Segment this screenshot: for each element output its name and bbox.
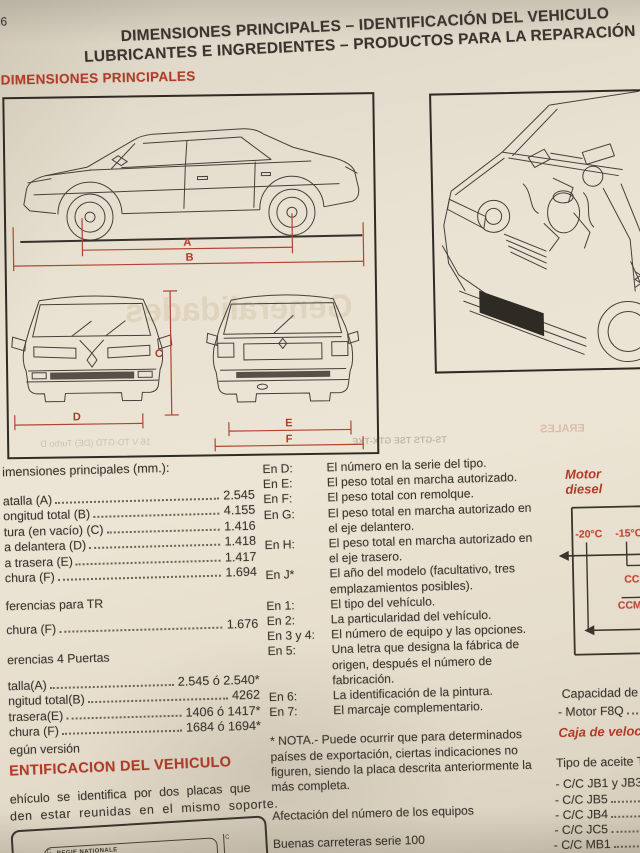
oil-row: - C/C JB5 xyxy=(555,791,640,807)
chart-ccm-label: CCMC xyxy=(617,599,640,612)
svg-text:D: D xyxy=(73,411,81,423)
section-heading-dimensiones: DIMENSIONES PRINCIPALES xyxy=(0,68,196,88)
dims-list: imensiones principales (mm.): atalla (A)… xyxy=(2,459,262,758)
dimension-lines: A B C D E F xyxy=(12,213,365,452)
oil-row: - C/C JB4 xyxy=(555,806,640,822)
svg-text:C: C xyxy=(155,348,163,360)
dims-title: imensiones principales (mm.): xyxy=(1,460,170,480)
legend-row: En 5:Una letra que designa la fábrica de… xyxy=(267,637,520,688)
oil-row: - C/C JB1 y JB3 xyxy=(555,775,640,792)
plate-c-mark: C xyxy=(225,834,230,841)
rear-view-drawing xyxy=(206,294,360,403)
engine-cutaway-drawing xyxy=(441,90,640,363)
chart-ccm-label: CCM xyxy=(624,573,640,586)
svg-text:B: B xyxy=(186,252,194,264)
buenas-line: Buenas carreteras serie 100 xyxy=(272,833,426,852)
plate-brand: REGIE NATIONALE xyxy=(56,847,118,853)
oil-row: - C/C JC5 xyxy=(554,821,640,837)
engine-figure xyxy=(429,89,640,374)
svg-text:E: E xyxy=(285,417,293,429)
dimensions-figure: A B C D E F xyxy=(2,92,380,460)
front-view-drawing xyxy=(11,295,173,403)
plate-c-mark: C xyxy=(46,849,52,853)
bleed-through-red-text: ERALES xyxy=(539,422,585,436)
afectacion-line: Afectación del número de los equipos xyxy=(272,803,475,824)
plate-legend: En D:El número en la serie del tipo. En … xyxy=(262,455,547,853)
oil-temp-chart xyxy=(558,505,640,656)
capacidad-line: Capacidad de ac xyxy=(561,685,640,701)
page-number: 6 xyxy=(0,14,8,29)
section-heading-identificacion: ENTIFICACION DEL VEHICULO xyxy=(8,754,232,780)
chart-temp-label: -20°C xyxy=(575,528,603,541)
caja-heading: Caja de velocid xyxy=(558,723,640,741)
motor-diesel-heading: Motor diesel xyxy=(564,466,603,497)
tipo-aceite-line: Tipo de aceite T xyxy=(555,754,640,771)
motor-f8q-row: - Motor F8Q xyxy=(558,703,640,719)
tr-subtitle: ferencias para TR xyxy=(5,597,104,614)
svg-text:A: A xyxy=(183,237,191,249)
puertas-subtitle: erencias 4 Puertas xyxy=(6,650,110,667)
id-plate-inner: REGIE NATIONALE C xyxy=(43,837,220,853)
nota-paragraph: * NOTA.- Puede ocurrir que para determin… xyxy=(269,727,532,795)
oil-row: - C/C MB1 xyxy=(554,836,640,852)
chart-temp-label: -15°C xyxy=(615,527,640,540)
svg-text:F: F xyxy=(286,433,293,445)
dims-row: chura (F)1.676 xyxy=(6,617,259,638)
